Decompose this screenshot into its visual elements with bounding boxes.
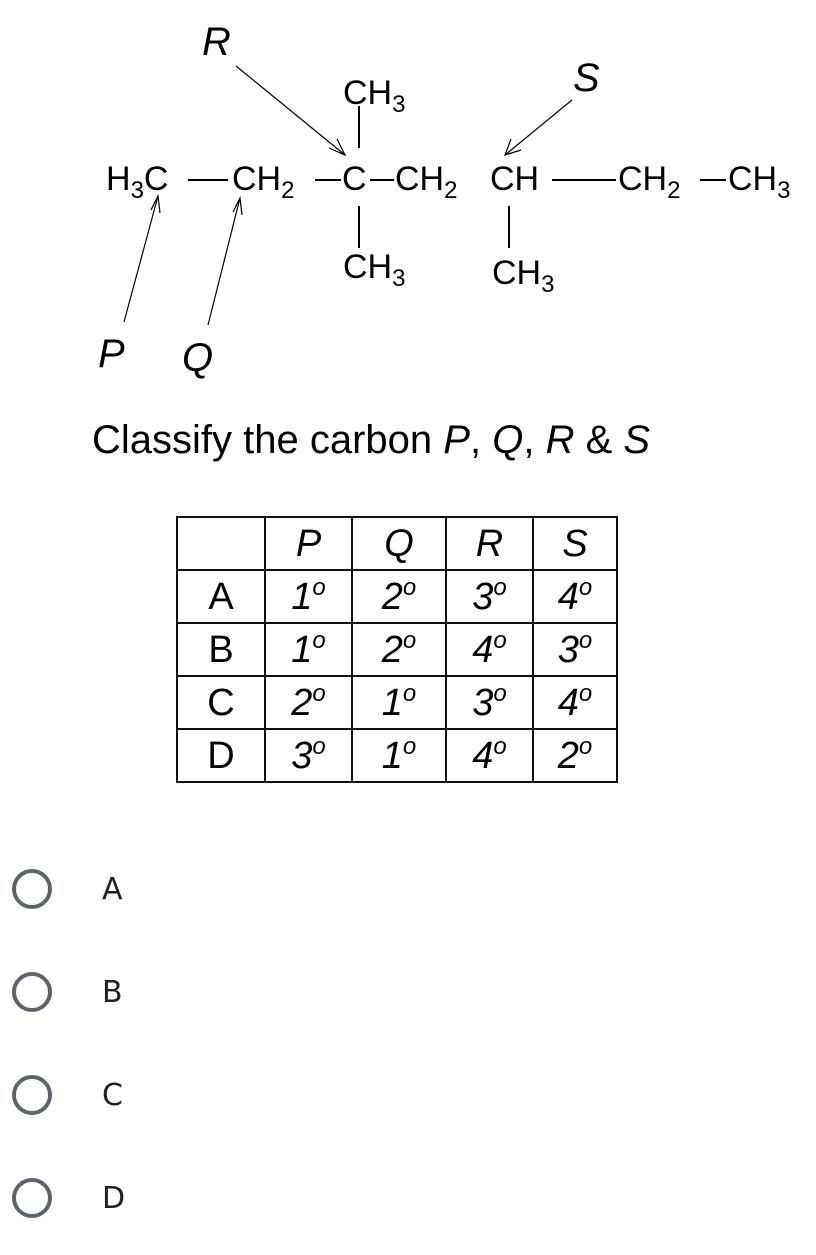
q-r: R (545, 418, 575, 462)
option-a[interactable]: A (10, 864, 310, 914)
methylene-ch2: CH2 (395, 160, 458, 204)
q-sep: , (523, 418, 546, 462)
header-cell: R (445, 516, 534, 571)
bond-horizontal (315, 179, 341, 181)
table-cell: 1o (264, 622, 353, 677)
table-cell: 2o (264, 675, 353, 730)
table-cell: 3o (445, 675, 534, 730)
pointer-arrows (123, 65, 573, 326)
header-cell: P (264, 516, 353, 571)
table-row: A 1o 2o 3o 4o (176, 569, 618, 624)
table-cell: 4o (445, 728, 534, 783)
radio-button-icon[interactable] (12, 1075, 52, 1115)
table-header-row: P Q R S (176, 516, 618, 571)
q-p: P (443, 418, 470, 462)
table-cell: 2o (351, 622, 447, 677)
table-cell: 4o (532, 675, 618, 730)
table-cell: 3o (532, 622, 618, 677)
row-label: C (176, 675, 266, 730)
row-label: B (176, 622, 266, 677)
methyl-bottom-1: CH3 (343, 248, 406, 292)
option-label: C (102, 1077, 123, 1113)
label-p: P (98, 332, 125, 376)
label-s: S (573, 56, 600, 100)
radio-button-icon[interactable] (12, 869, 52, 909)
radio-button-icon[interactable] (12, 972, 52, 1012)
header-cell (176, 516, 266, 571)
question-prefix: Classify the carbon (92, 418, 444, 462)
table-cell: 1o (351, 675, 447, 730)
carbon-q-ch2: CH2 (232, 160, 295, 204)
label-q: Q (182, 336, 214, 380)
table-row: B 1o 2o 4o 3o (176, 622, 618, 677)
row-label: D (176, 728, 266, 783)
bond-horizontal (552, 179, 616, 181)
table-row: D 3o 1o 4o 2o (176, 728, 618, 783)
table-cell: 2o (532, 728, 618, 783)
question-text: Classify the carbon P, Q, R & S (92, 418, 650, 462)
bond-horizontal (370, 179, 394, 181)
table-cell: 1o (351, 728, 447, 783)
table-row: C 2o 1o 3o 4o (176, 675, 618, 730)
bond-horizontal (700, 179, 726, 181)
header-cell: Q (351, 516, 447, 571)
bond-vertical (508, 206, 510, 248)
option-d[interactable]: D (10, 1173, 310, 1223)
table-cell: 4o (445, 622, 534, 677)
table-cell: 3o (264, 728, 353, 783)
chemical-structure-figure: R S P Q CH3 H3C CH2 C CH2 CH CH2 CH3 CH3… (98, 20, 791, 380)
bond-horizontal (188, 179, 228, 181)
carbon-r-c: C (342, 160, 367, 198)
label-r: R (202, 20, 231, 64)
option-c[interactable]: C (10, 1070, 310, 1120)
option-label: D (102, 1180, 126, 1216)
header-cell: S (532, 516, 618, 571)
table-cell: 3o (445, 569, 534, 624)
radio-button-icon[interactable] (12, 1178, 52, 1218)
classification-table: P Q R S A 1o 2o 3o 4o B 1o 2o 4o 3o C 2o… (176, 516, 618, 783)
q-s: S (623, 418, 651, 462)
methyl-bottom-2: CH3 (492, 254, 555, 298)
row-label: A (176, 569, 266, 624)
bond-vertical (358, 106, 360, 148)
bond-vertical (358, 206, 360, 248)
methylene-ch2-end: CH2 (618, 160, 681, 204)
q-sep: , (469, 418, 493, 462)
q-amp: & (574, 418, 624, 462)
carbon-p-h3c: H3C (106, 160, 169, 204)
option-label: B (102, 974, 123, 1010)
methyl-top: CH3 (343, 74, 406, 118)
q-q: Q (492, 418, 524, 462)
option-label: A (102, 871, 123, 907)
table-cell: 4o (532, 569, 618, 624)
table-cell: 1o (264, 569, 353, 624)
table-cell: 2o (351, 569, 447, 624)
methyl-end: CH3 (728, 160, 791, 204)
option-b[interactable]: B (10, 967, 310, 1017)
carbon-s-ch: CH (490, 160, 540, 198)
